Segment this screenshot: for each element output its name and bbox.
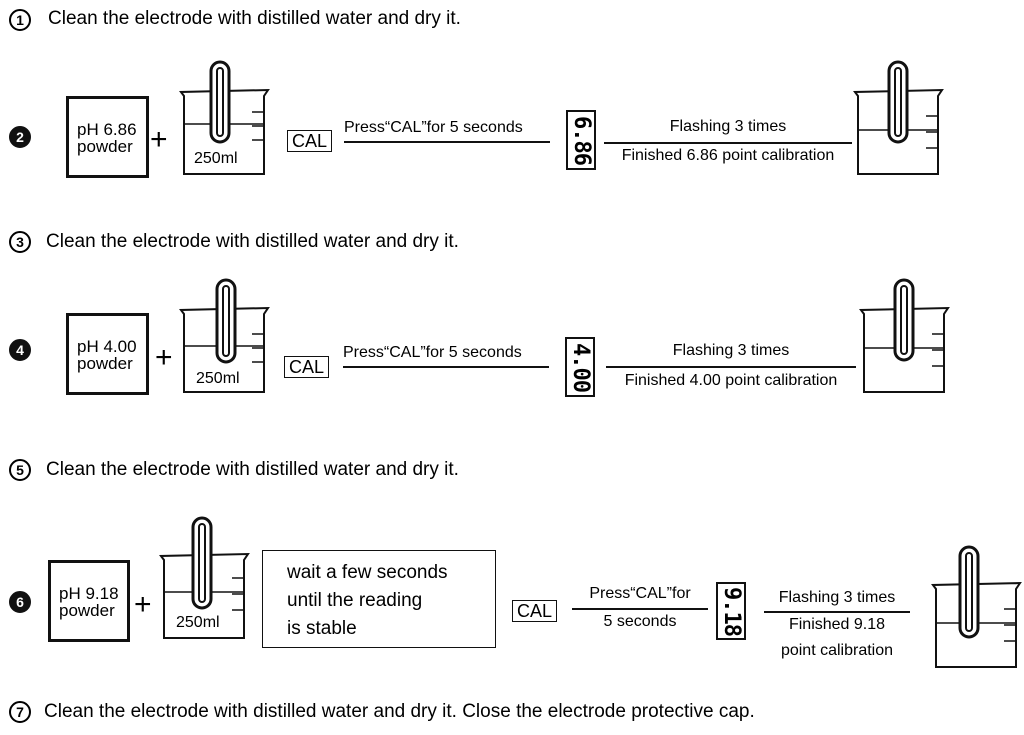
powder-label: pH 9.18	[59, 584, 119, 603]
wait-note-line: until the reading	[287, 590, 423, 611]
step-3-number: 3	[9, 231, 31, 253]
beaker-icon	[859, 278, 950, 393]
wait-note-box: wait a few seconds until the reading is …	[262, 550, 496, 648]
cal-button-icon: CAL	[512, 600, 558, 622]
press-instruction-seconds: 5 seconds	[603, 613, 677, 630]
cal-button-icon: CAL	[287, 130, 333, 152]
press-instruction: Press“CAL”for 5 seconds	[343, 344, 522, 361]
powder-label: pH 4.00	[77, 337, 137, 356]
plus-sign: +	[150, 123, 168, 156]
powder-box-9.18: pH 9.18 powder	[48, 560, 130, 642]
step-7-text: Clean the electrode with distilled water…	[44, 701, 755, 722]
powder-box-4.00: pH 4.00 powder	[66, 313, 149, 395]
finished-label: Finished 4.00 point calibration	[624, 372, 838, 389]
cal-button-icon: CAL	[284, 356, 330, 378]
lcd-display-icon: 6.86	[566, 110, 596, 170]
arrow-line	[344, 141, 550, 143]
arrow-line	[343, 366, 549, 368]
beaker-icon	[179, 278, 270, 393]
lcd-display-icon: 4.00	[565, 337, 595, 397]
step-5-number: 5	[9, 459, 31, 481]
flashing-label: Flashing 3 times	[669, 118, 787, 135]
step-3-text: Clean the electrode with distilled water…	[46, 231, 459, 252]
step-2-number: 2	[9, 126, 31, 148]
volume-label: 250ml	[194, 150, 238, 167]
beaker-icon	[179, 60, 270, 175]
flashing-label: Flashing 3 times	[672, 342, 790, 359]
press-instruction: Press“CAL”for	[589, 585, 691, 602]
powder-box-6.86: pH 6.86 powder	[66, 96, 149, 178]
volume-label: 250ml	[196, 370, 240, 387]
arrow-line	[606, 366, 856, 368]
plus-sign: +	[134, 588, 152, 621]
step-1-text: Clean the electrode with distilled water…	[48, 8, 461, 29]
arrow-line	[572, 608, 708, 610]
step-5-text: Clean the electrode with distilled water…	[46, 459, 459, 480]
arrow-line	[604, 142, 852, 144]
step-7-number: 7	[9, 701, 31, 723]
beaker-icon	[853, 60, 944, 175]
powder-label: pH 6.86	[77, 120, 137, 139]
step-4-number: 4	[9, 339, 31, 361]
wait-note-line: wait a few seconds	[287, 562, 448, 583]
arrow-line	[764, 611, 910, 613]
wait-note-line: is stable	[287, 618, 357, 639]
beaker-icon	[159, 516, 250, 639]
powder-label: powder	[77, 137, 133, 156]
lcd-display-icon: 9.18	[716, 582, 746, 640]
powder-label: powder	[77, 354, 133, 373]
step-1-number: 1	[9, 9, 31, 31]
powder-label: powder	[59, 601, 115, 620]
finished-label: Finished 6.86 point calibration	[621, 147, 835, 164]
step-6-number: 6	[9, 591, 31, 613]
plus-sign: +	[155, 341, 173, 374]
finished-label: Finished 9.18	[788, 616, 886, 633]
finished-label: point calibration	[780, 642, 894, 659]
press-instruction: Press“CAL”for 5 seconds	[344, 119, 523, 136]
flashing-label: Flashing 3 times	[778, 589, 896, 606]
volume-label: 250ml	[176, 614, 220, 631]
beaker-icon	[931, 545, 1022, 668]
